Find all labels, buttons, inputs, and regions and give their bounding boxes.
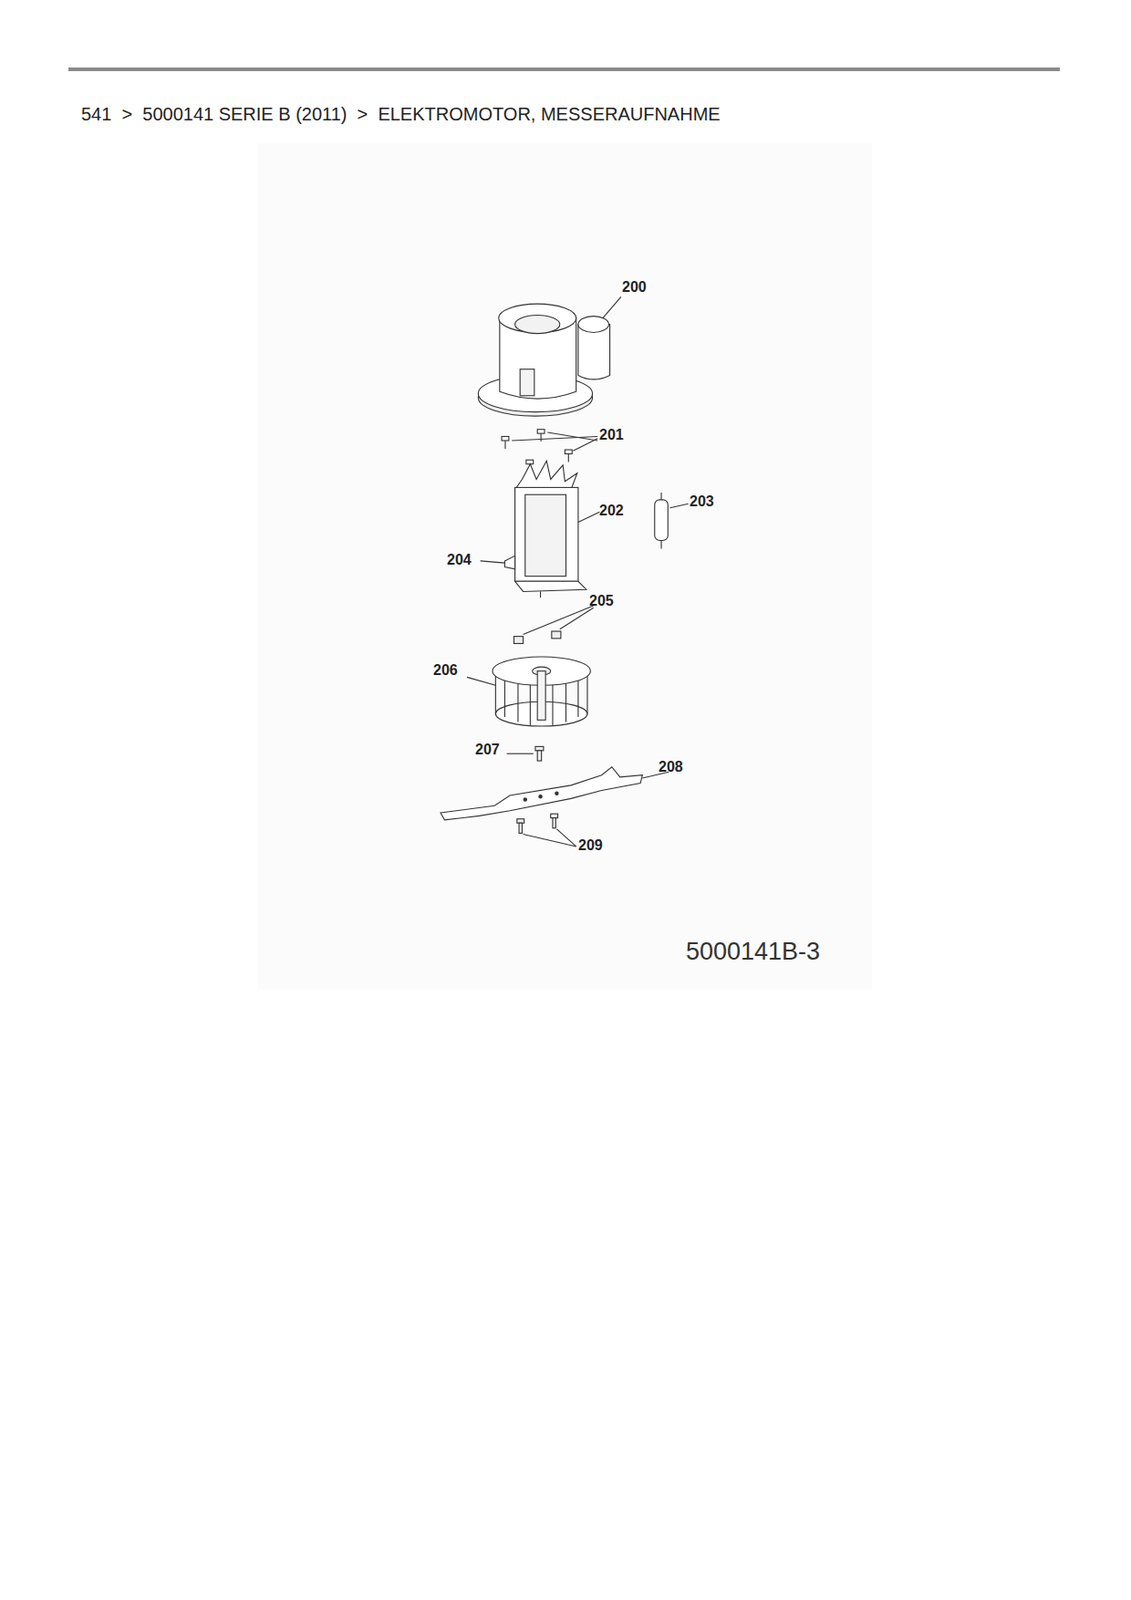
callout-number: 207 (475, 741, 500, 758)
figure-ground (258, 143, 872, 990)
parts-drawing (440, 296, 689, 847)
header-rule (68, 67, 1060, 72)
figure-number: 5000141B-3 (685, 938, 820, 966)
page-title: 541 > 5000141 SERIE B (2011) > ELEKTROMO… (81, 103, 721, 125)
callout-number: 208 (658, 758, 684, 776)
callout-number: 204 (446, 551, 472, 569)
callout-number: 202 (599, 502, 624, 519)
callout-number: 206 (433, 662, 458, 679)
callout-number: 209 (578, 837, 603, 854)
callout-number: 205 (589, 592, 614, 610)
callout-number: 203 (689, 493, 715, 510)
callout-number: 201 (599, 426, 624, 444)
callout-number: 200 (622, 279, 647, 296)
